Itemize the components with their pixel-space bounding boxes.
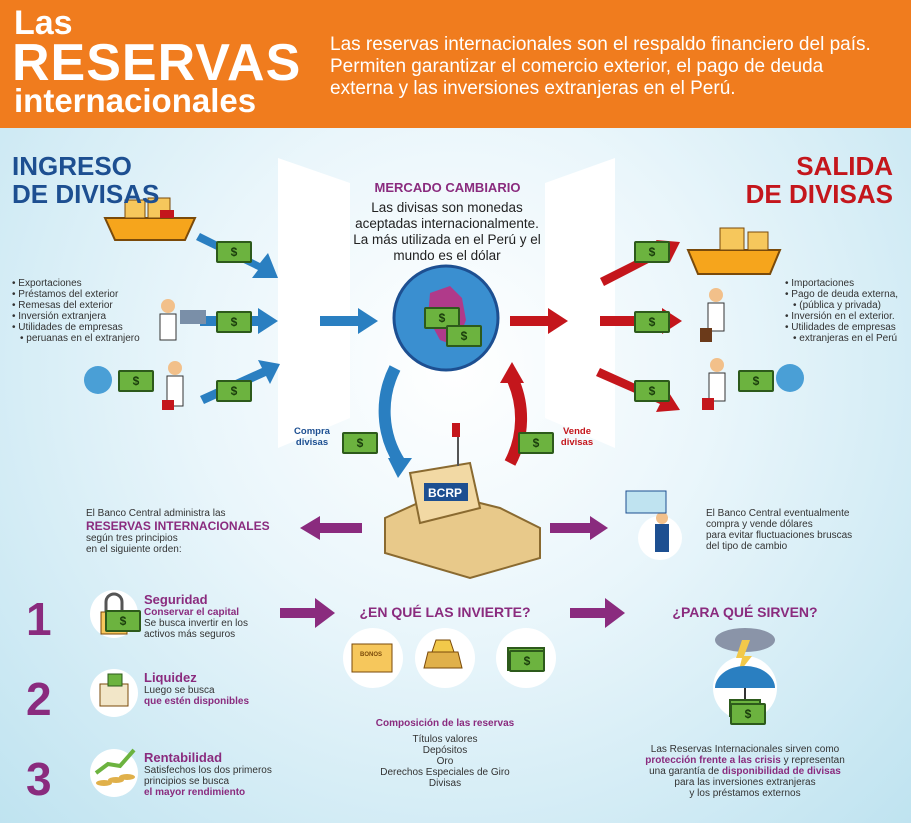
vende-cycle-arrow [504,375,528,466]
money-icon: $ [634,241,670,263]
ingreso-title: INGRESO DE DIVISAS [12,151,160,209]
principle-rentabilidad: Rentabilidad Satisfechos los dos primero… [144,750,272,798]
export-ship-icon [103,197,197,241]
investor-out-icon [702,358,804,410]
header-description: Las reservas internacionales son el resp… [330,34,871,99]
right-note-text: El Banco Central eventualmente compra y … [706,508,853,552]
sirven-title: ¿PARA QUÉ SIRVEN? [672,604,818,620]
gold-bars-icon [415,628,475,688]
left-admin-text: El Banco Central administra las RESERVAS… [86,508,270,555]
compra-cycle-arrow [378,365,406,467]
sirven-text: Las Reservas Internacionales sirven como… [645,744,845,799]
title-line-3: internacionales [14,82,257,119]
money-icon: $ [446,325,482,347]
left-funnel-panel [278,158,350,448]
composition-title: Composición de las reservas [375,718,515,729]
traveler-icon [700,288,725,342]
title-line-1: Las [14,4,73,42]
money-icon: $ [105,610,141,632]
bcrp-label: BCRP [428,486,463,500]
money-icon: $ [518,432,554,454]
money-icon: $ [216,241,252,263]
ingreso-list: Exportaciones Préstamos del exterior Rem… [12,278,162,344]
money-icon: $ [738,370,774,392]
bonds-icon [343,628,403,688]
principle-number: 3 [26,753,52,805]
person-remittance-icon [159,299,206,341]
money-icon: $ [509,650,545,672]
mercado-title: MERCADO CAMBIARIO [374,180,521,195]
composition-list: Títulos valores Depósitos Oro Derechos E… [380,734,510,789]
bank-officer-icon [625,490,682,560]
compra-label: Compra divisas [294,426,330,448]
money-icon: $ [634,311,670,333]
money-icon: $ [216,380,252,402]
money-box-icon [90,669,138,717]
principle-liquidez: Liquidez Luego se busca que estén dispon… [144,670,250,707]
money-icon: $ [118,370,154,392]
header-banner [0,0,911,128]
money-icon: $ [730,703,766,725]
invierte-title: ¿EN QUÉ LAS INVIERTE? [359,604,531,620]
salida-title: SALIDA DE DIVISAS [745,151,893,209]
title-line-2: RESERVAS [12,34,302,92]
principle-number: 1 [26,593,52,645]
salida-list: Importaciones Pago de deuda externa, (pú… [785,278,910,344]
principle-number: 2 [26,673,52,725]
import-ship-icon [686,227,782,275]
vende-label: Vende divisas [560,426,594,448]
principle-seguridad: Seguridad Conservar el capital Se busca … [144,592,248,640]
money-icon: $ [424,307,460,329]
money-icon: $ [634,380,670,402]
investor-person-icon [84,361,184,410]
bonos-label: BONOS [360,652,383,658]
purple-arrows [280,516,625,628]
mercado-text: Las divisas son monedas aceptadas intern… [353,200,541,263]
coins-growth-icon [90,748,138,797]
money-icon: $ [342,432,378,454]
money-icon: $ [216,311,252,333]
right-funnel-panel [545,158,615,448]
